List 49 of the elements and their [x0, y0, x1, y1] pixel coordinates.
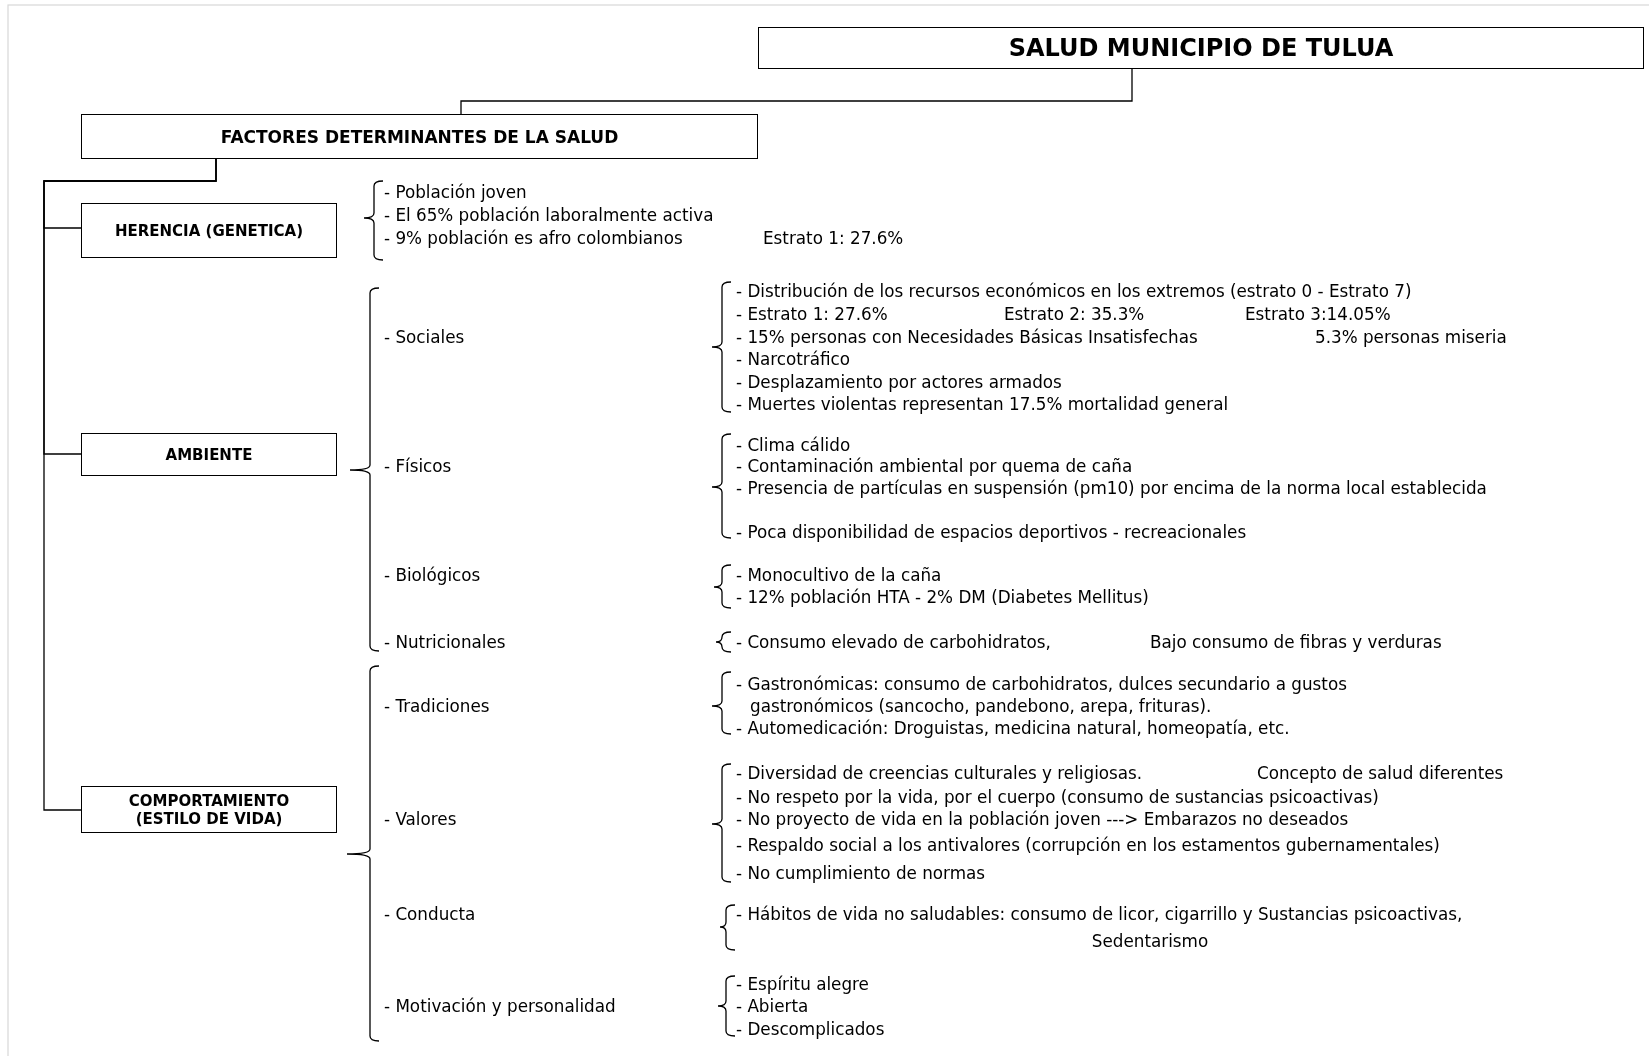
list-item: - Consumo elevado de carbohidratos, [736, 631, 1051, 653]
list-item: - Hábitos de vida no saludables: consumo de licor, cigarrillo y Sustancias psicoactivas, [736, 903, 1463, 925]
connector-line [43, 158, 217, 811]
list-item: - Abierta [736, 995, 809, 1017]
list-item: - El 65% población laboralmente activa [384, 204, 714, 226]
heading-box: FACTORES DETERMINANTES DE LA SALUD [81, 114, 758, 159]
list-item: - Respaldo social a los antivalores (corrupción en los estamentos gubernamentales) [736, 834, 1440, 856]
list-item: - No proyecto de vida en la población joven ---> Embarazos no deseados [736, 808, 1349, 830]
list-item: Estrato 1: 27.6% [763, 227, 904, 249]
list-item: - 15% personas con Necesidades Básicas Insatisfechas [736, 326, 1198, 348]
list-item: - Espíritu alegre [736, 973, 869, 995]
list-item: - Clima cálido [736, 434, 851, 456]
list-item: - Distribución de los recursos económicos en los extremos (estrato 0 - Estrato 7) [736, 280, 1412, 302]
list-item: - No cumplimiento de normas [736, 862, 986, 884]
category-label: - Valores [384, 808, 457, 830]
title-box: SALUD MUNICIPIO DE TULUA [758, 27, 1644, 69]
list-item: - Población joven [384, 181, 527, 203]
list-item: - Estrato 1: 27.6% [736, 303, 888, 325]
category-label: - Biológicos [384, 564, 481, 586]
category-label: - Conducta [384, 903, 476, 925]
list-item: - Gastronómicas: consumo de carbohidratos, dulces secundario a gustos gastronómicos (sancocho, pandebono, arepa, frituras). [736, 673, 1348, 717]
list-item: - Muertes violentas representan 17.5% mortalidad general [736, 393, 1229, 415]
list-item: - Poca disponibilidad de espacios deportivos - recreacionales [736, 521, 1247, 543]
list-item: - No respeto por la vida, por el cuerpo (consumo de sustancias psicoactivas) [736, 786, 1379, 808]
list-item: Estrato 3:14.05% [1245, 303, 1391, 325]
list-item: - Narcotráfico [736, 348, 851, 370]
list-item: Concepto de salud diferentes [1257, 762, 1504, 784]
list-item: - 12% población HTA - 2% DM (Diabetes Mellitus) [736, 586, 1149, 608]
category-label: - Tradiciones [384, 695, 490, 717]
list-item: Estrato 2: 35.3% [1004, 303, 1145, 325]
list-item: 5.3% personas miseria [1315, 326, 1507, 348]
category-box: COMPORTAMIENTO (ESTILO DE VIDA) [81, 786, 337, 833]
list-item: Sedentarismo [1091, 930, 1209, 952]
category-label: - Nutricionales [384, 631, 506, 653]
list-item: - 9% población es afro colombianos [384, 227, 683, 249]
connector-line [460, 68, 1133, 115]
list-item: - Automedicación: Droguistas, medicina natural, homeopatía, etc. [736, 717, 1290, 739]
category-label: - Sociales [384, 326, 465, 348]
category-label: - Motivación y personalidad [384, 995, 616, 1017]
list-item: - Descomplicados [736, 1018, 885, 1040]
list-item: Bajo consumo de fibras y verduras [1150, 631, 1442, 653]
list-item: - Presencia de partículas en suspensión (pm10) por encima de la norma local establecida [736, 477, 1488, 499]
list-item: - Contaminación ambiental por quema de caña [736, 455, 1133, 477]
list-item: - Monocultivo de la caña [736, 564, 942, 586]
list-item: - Desplazamiento por actores armados [736, 371, 1062, 393]
category-label: - Físicos [384, 455, 452, 477]
category-box: HERENCIA (GENETICA) [81, 203, 337, 258]
category-box: AMBIENTE [81, 433, 337, 476]
list-item: - Diversidad de creencias culturales y religiosas. [736, 762, 1143, 784]
